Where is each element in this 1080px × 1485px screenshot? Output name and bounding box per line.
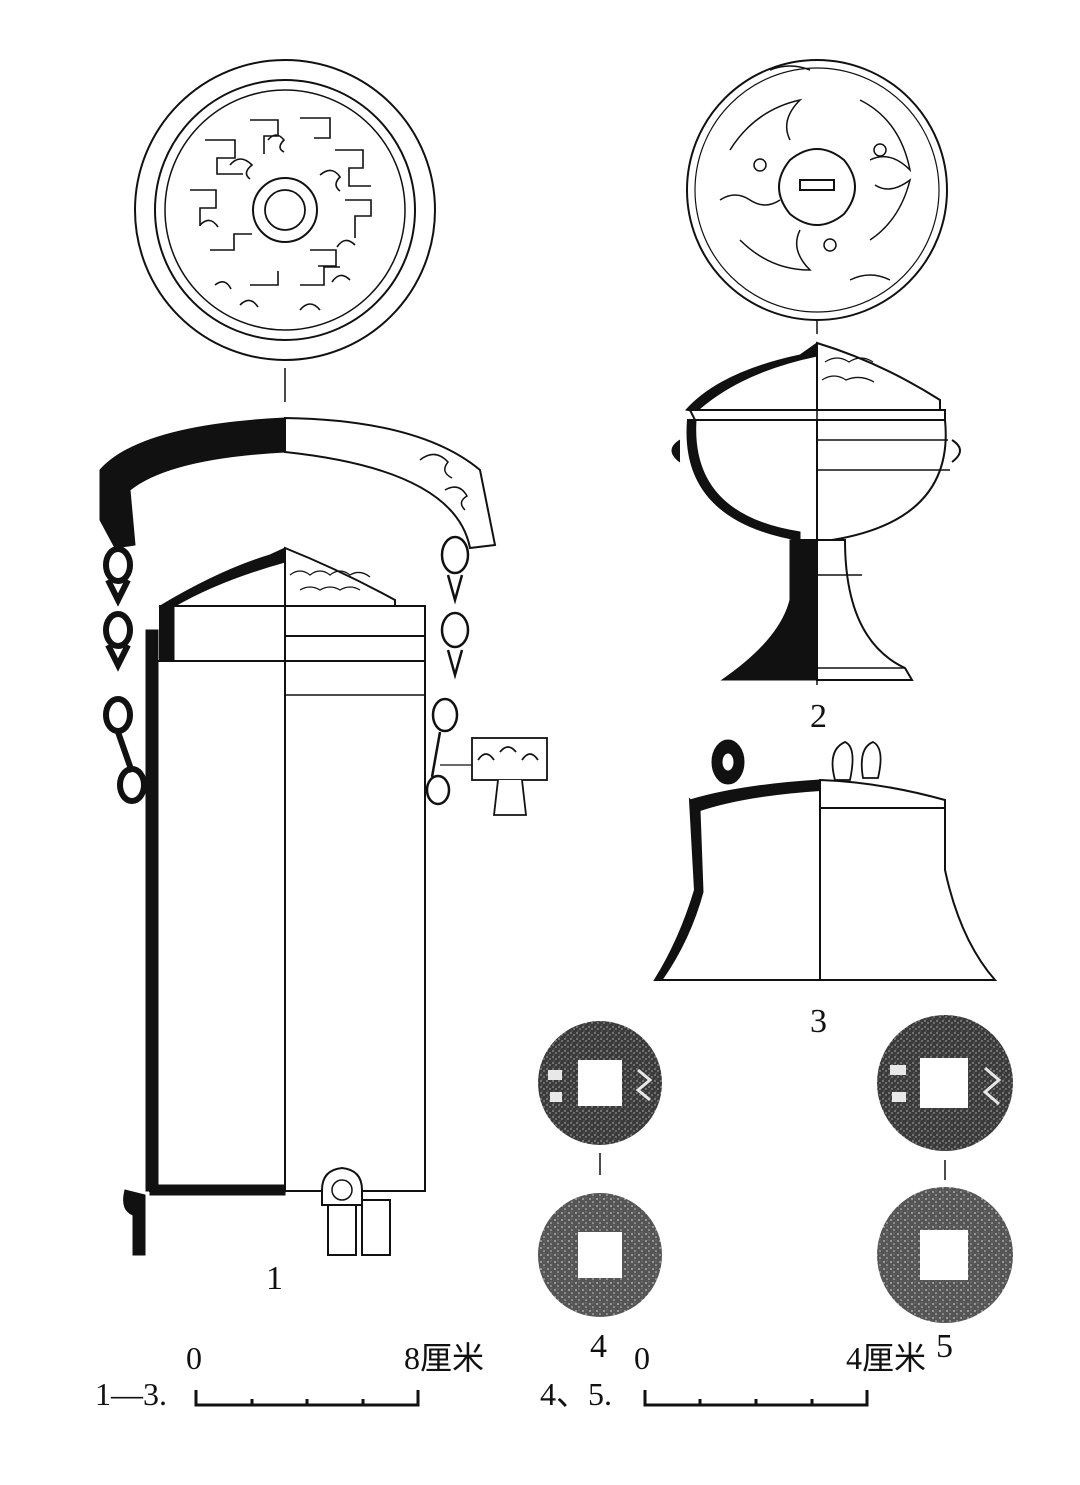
- scale-group-label-4-5: 4、5.: [540, 1376, 613, 1412]
- figure-1-vessel-elevation: [99, 416, 497, 1256]
- figure-1-handle-detail: [440, 737, 548, 816]
- figure-1-lid-top-view: [134, 59, 436, 402]
- scale-start-4-5: 0: [634, 1340, 650, 1376]
- figure-5-coin-rubbings: [877, 1015, 1013, 1323]
- figure-label-2: 2: [810, 698, 827, 735]
- figure-4-coin-rubbings: [538, 1021, 662, 1317]
- scale-bar-1-3: [194, 1390, 420, 1407]
- figure-label-4: 4: [590, 1328, 607, 1365]
- figure-2-lid-top-view: [686, 59, 948, 334]
- figure-label-3: 3: [810, 1003, 827, 1040]
- figure-label-1: 1: [266, 1260, 283, 1297]
- figure-2-vessel-elevation: [671, 341, 961, 685]
- scale-start-1-3: 0: [186, 1340, 202, 1376]
- scale-group-label-1-3: 1—3.: [95, 1376, 167, 1412]
- scale-end-4-5: 4厘米: [846, 1340, 927, 1376]
- scale-bar-4-5: [643, 1390, 869, 1407]
- figure-label-5: 5: [936, 1328, 953, 1365]
- scale-end-1-3: 8厘米: [404, 1340, 485, 1376]
- figure-3-bell-elevation: [653, 739, 998, 981]
